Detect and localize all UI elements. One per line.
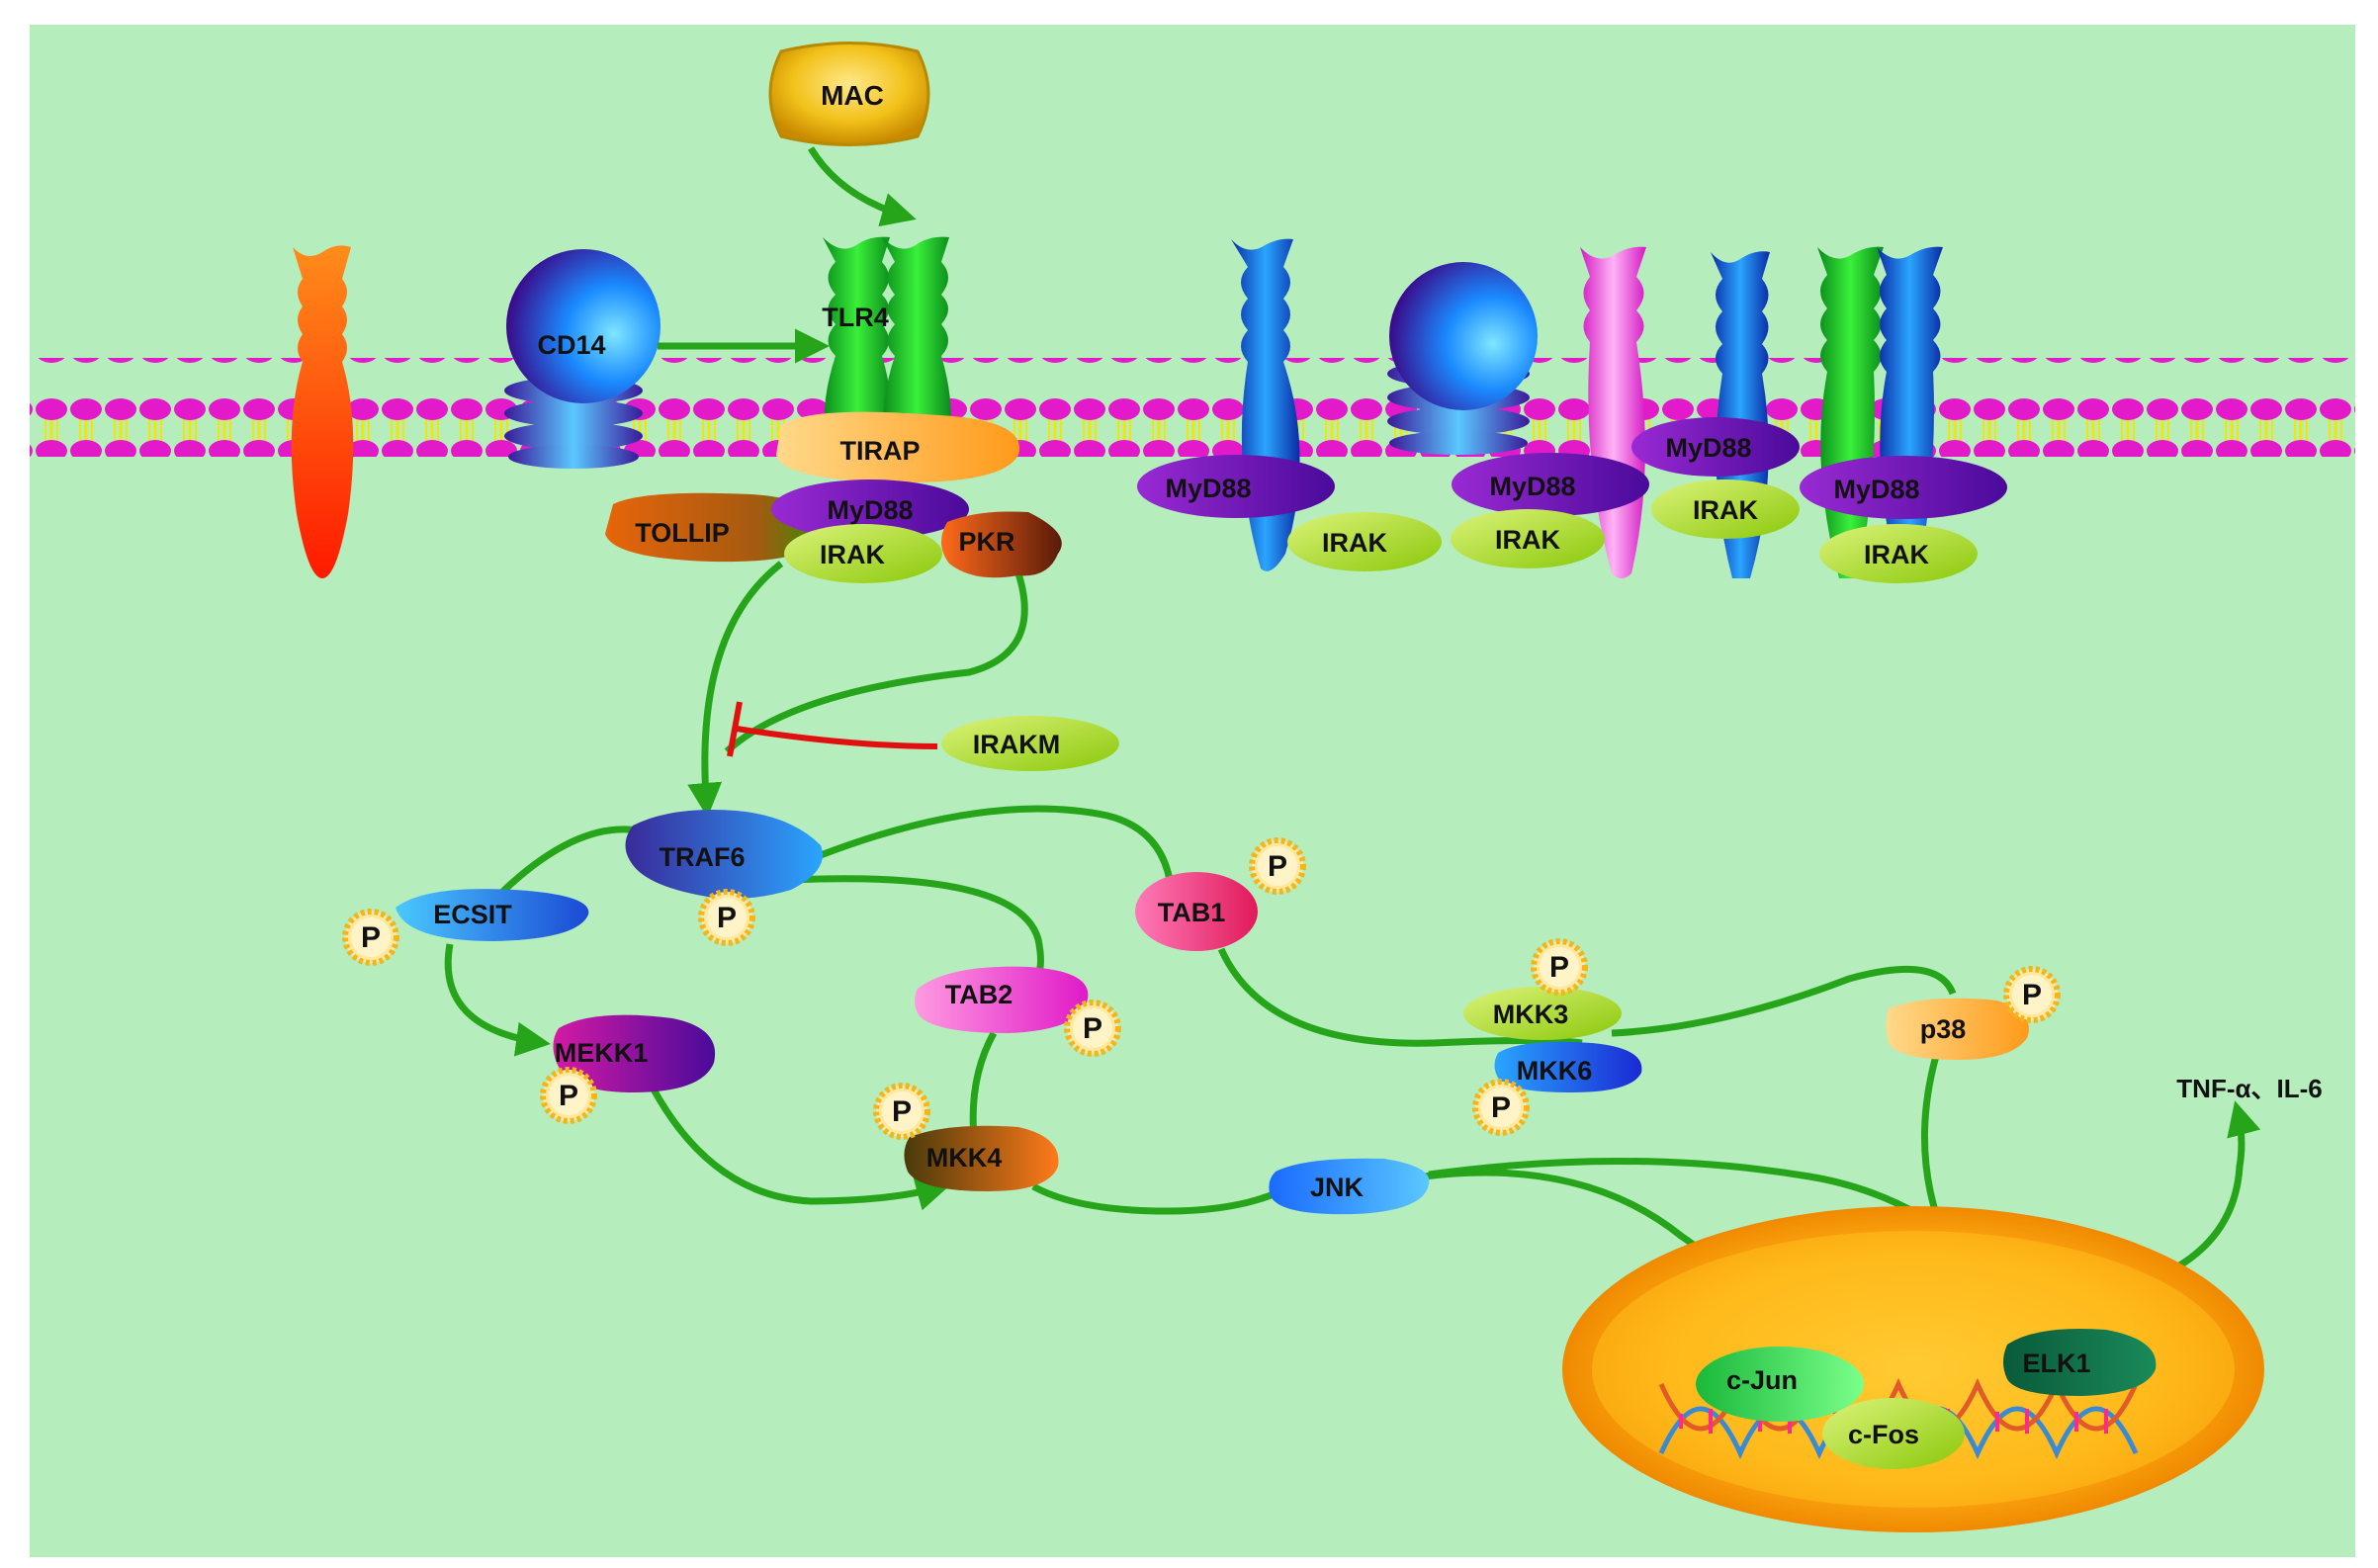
myd88-irak-complex-1: MyD88 IRAK bbox=[1137, 455, 1442, 571]
mekk1-node: MEKK1 bbox=[553, 1014, 716, 1092]
phospho-badge: P bbox=[1472, 1079, 1530, 1136]
tab1-node: TAB1 bbox=[1135, 872, 1258, 951]
link-mkk3mkk6-to-p38 bbox=[1611, 965, 1957, 1037]
arrow-ecsit-to-mekk1 bbox=[444, 943, 551, 1057]
svg-text:P: P bbox=[559, 1080, 578, 1112]
tab2-label: TAB2 bbox=[945, 980, 1013, 1009]
mekk1-label: MEKK1 bbox=[555, 1038, 649, 1068]
myd88-label-4: MyD88 bbox=[1833, 475, 1919, 504]
arrow-pkr-to-traf6 bbox=[724, 571, 1028, 754]
p38-node: p38 bbox=[1886, 998, 2029, 1060]
myd88-label-3: MyD88 bbox=[1665, 433, 1751, 463]
link-traf6-tab1 bbox=[819, 805, 1176, 896]
tirap-node: TIRAP bbox=[776, 411, 1019, 483]
irakm-label: IRAKM bbox=[973, 730, 1061, 759]
inhibition-irakm bbox=[727, 701, 938, 757]
phospho-badge: P bbox=[873, 1083, 930, 1140]
mkk6-label: MKK6 bbox=[1517, 1056, 1593, 1086]
pkr-label: PKR bbox=[958, 527, 1014, 557]
link-tab1-to-mkk3mkk6 bbox=[1217, 947, 1583, 1047]
svg-text:P: P bbox=[717, 902, 737, 934]
phospho-badge: P bbox=[540, 1067, 597, 1124]
phospho-badge: P bbox=[1531, 938, 1588, 996]
irak-label-3: IRAK bbox=[1693, 495, 1758, 525]
tab2-node: TAB2 bbox=[915, 966, 1089, 1033]
mkk3-node: MKK3 bbox=[1463, 987, 1622, 1040]
myd88-irak-complex-4: MyD88 IRAK bbox=[1800, 456, 2007, 583]
elk1-node: ELK1 bbox=[2003, 1329, 2157, 1396]
cd14-receptor bbox=[504, 249, 661, 469]
irak-label-2: IRAK bbox=[1495, 525, 1560, 555]
arrow-mekk1-to-mkk4 bbox=[649, 1086, 951, 1211]
ecsit-label: ECSIT bbox=[433, 900, 512, 929]
mkk6-node: MKK6 bbox=[1494, 1041, 1642, 1092]
irak-main-node: IRAK bbox=[784, 524, 942, 583]
myd88-label-1: MyD88 bbox=[1165, 474, 1251, 503]
link-traf6-ecsit bbox=[491, 826, 639, 903]
tollip-label: TOLLIP bbox=[635, 518, 730, 548]
tab1-label: TAB1 bbox=[1158, 898, 1226, 927]
output-label: TNF-α、IL-6 bbox=[2176, 1074, 2322, 1103]
phospho-badge: P bbox=[1249, 837, 1306, 895]
irak-main-label: IRAK bbox=[820, 540, 885, 569]
myd88-irak-complex-2: MyD88 IRAK bbox=[1451, 453, 1649, 568]
ecsit-node: ECSIT bbox=[396, 889, 589, 941]
link-mkk4-to-jnk bbox=[1031, 1182, 1282, 1215]
phospho-badge: P bbox=[698, 889, 755, 946]
jnk-node: JNK bbox=[1269, 1158, 1430, 1215]
mkk4-node: MKK4 bbox=[904, 1125, 1059, 1191]
svg-text:P: P bbox=[2022, 979, 2042, 1011]
irak-label-1: IRAK bbox=[1322, 528, 1387, 558]
myd88-main-label: MyD88 bbox=[827, 495, 913, 525]
arrow-irak-to-traf6 bbox=[687, 561, 784, 818]
phospho-badge: P bbox=[2003, 966, 2061, 1023]
svg-text:P: P bbox=[1549, 951, 1569, 984]
phospho-badge: P bbox=[1064, 1000, 1121, 1057]
mac-label: MAC bbox=[821, 80, 884, 111]
arrow-nucleus-to-output bbox=[2149, 1100, 2261, 1284]
arrow-mac-to-tlr4 bbox=[807, 146, 917, 227]
svg-text:P: P bbox=[361, 921, 381, 954]
svg-text:P: P bbox=[1491, 1091, 1511, 1124]
mkk4-label: MKK4 bbox=[926, 1143, 1003, 1173]
tlr4-receptor bbox=[823, 236, 951, 465]
cd14-label: CD14 bbox=[537, 330, 605, 360]
myd88-label-2: MyD88 bbox=[1489, 472, 1575, 501]
cd14-receptor-2 bbox=[1387, 262, 1538, 455]
p38-label: p38 bbox=[1920, 1014, 1967, 1044]
mkk3-label: MKK3 bbox=[1493, 1000, 1569, 1029]
svg-text:P: P bbox=[892, 1095, 912, 1128]
nucleus bbox=[1562, 1206, 2264, 1532]
cjun-label: c-Jun bbox=[1726, 1365, 1798, 1395]
tollip-node: TOLLIP bbox=[605, 492, 823, 563]
cjun-node: c-Jun bbox=[1696, 1347, 1864, 1422]
irakm-node: IRAKM bbox=[941, 716, 1119, 771]
link-traf6-tab2 bbox=[790, 875, 1044, 976]
cfos-label: c-Fos bbox=[1848, 1420, 1919, 1449]
jnk-label: JNK bbox=[1310, 1173, 1365, 1202]
myd88-irak-complex-3: MyD88 IRAK bbox=[1631, 417, 1800, 539]
myd88-main-node: MyD88 bbox=[771, 479, 969, 539]
tlr4-label: TLR4 bbox=[822, 303, 889, 332]
irak-label-4: IRAK bbox=[1864, 540, 1929, 569]
elk1-label: ELK1 bbox=[2022, 1349, 2090, 1378]
traf6-node: TRAF6 bbox=[625, 810, 823, 899]
phospho-badges: P P P P P P P bbox=[342, 837, 2061, 1140]
tirap-label: TIRAP bbox=[840, 436, 921, 466]
traf6-label: TRAF6 bbox=[660, 842, 746, 872]
link-tab2-to-mkk4 bbox=[969, 1031, 998, 1138]
mac-stimulus: MAC bbox=[768, 42, 930, 146]
cell-membrane bbox=[30, 358, 2355, 457]
pkr-node: PKR bbox=[940, 511, 1062, 578]
svg-text:P: P bbox=[1083, 1012, 1102, 1045]
cfos-node: c-Fos bbox=[1822, 1398, 1965, 1469]
svg-text:P: P bbox=[1268, 850, 1287, 883]
phospho-badge: P bbox=[342, 909, 399, 966]
red-receptor bbox=[291, 245, 354, 579]
